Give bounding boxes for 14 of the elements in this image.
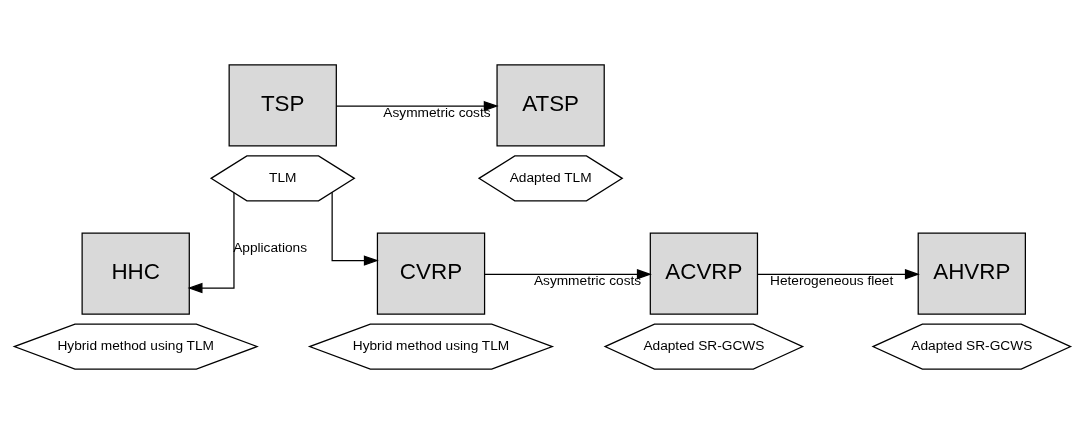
edge-label: Asymmetric costs <box>383 105 491 121</box>
arrow <box>336 100 499 112</box>
arrow <box>483 269 652 280</box>
node-box: ACVRP <box>649 232 759 315</box>
node-box: ATSP <box>496 64 605 147</box>
edge-label: Heterogeneous fleet <box>770 273 894 289</box>
node-box: CVRP <box>376 232 486 315</box>
arrow <box>187 192 235 294</box>
node-box: AHVRP <box>917 232 1026 315</box>
edge-label: Asymmetric costs <box>533 273 642 289</box>
node-box: TSP <box>228 64 337 147</box>
arrow <box>757 269 920 280</box>
node-box: HHC <box>81 232 190 315</box>
arrow <box>331 191 379 266</box>
